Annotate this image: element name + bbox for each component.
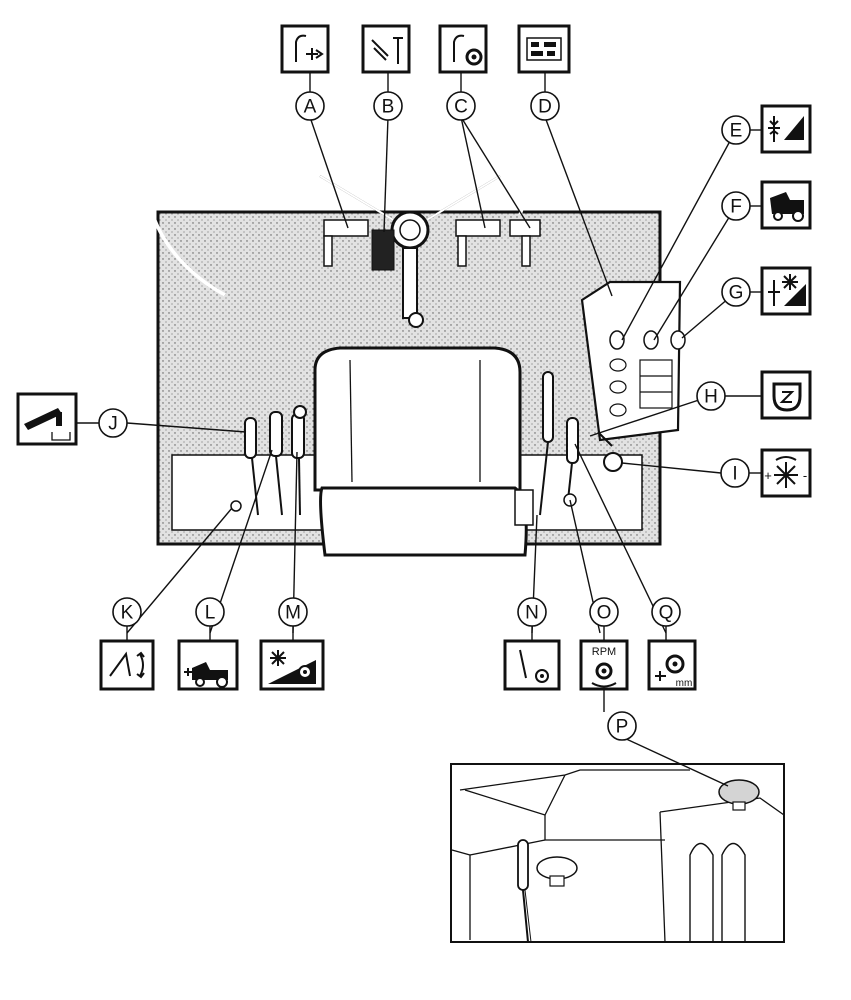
svg-text:-: - bbox=[803, 468, 807, 483]
reel-drive-icon bbox=[268, 650, 316, 684]
symbol-c bbox=[438, 24, 488, 74]
header-height-icon bbox=[768, 116, 804, 142]
svg-text:N: N bbox=[525, 603, 539, 624]
callout-a: A bbox=[295, 91, 325, 121]
symbol-b bbox=[361, 24, 411, 74]
svg-text:O: O bbox=[597, 603, 612, 624]
callout-d: D bbox=[530, 91, 560, 121]
svg-text:K: K bbox=[121, 603, 134, 624]
svg-text:H: H bbox=[704, 387, 718, 408]
reel-height-icon bbox=[768, 274, 806, 306]
leader-lines bbox=[126, 116, 737, 787]
concave-clearance-icon: mm bbox=[655, 654, 693, 689]
svg-text:B: B bbox=[382, 97, 395, 118]
svg-text:D: D bbox=[538, 97, 552, 118]
svg-text:C: C bbox=[454, 97, 468, 118]
symbol-q: mm bbox=[647, 639, 697, 691]
control-panel-icon bbox=[526, 37, 562, 61]
svg-text:M: M bbox=[285, 603, 301, 624]
symbol-i: + - bbox=[760, 448, 812, 498]
callout-m: M bbox=[278, 597, 308, 627]
inset-detail-view bbox=[450, 763, 785, 943]
symbol-e bbox=[760, 104, 812, 154]
callout-b: B bbox=[373, 91, 403, 121]
symbol-g bbox=[760, 266, 812, 316]
callout-c: C bbox=[446, 91, 476, 121]
symbol-n bbox=[503, 639, 561, 691]
reel-speed-icon: + - bbox=[764, 456, 807, 488]
combine-drive-icon bbox=[184, 662, 228, 688]
callout-e: E bbox=[721, 115, 751, 145]
symbol-l bbox=[177, 639, 239, 691]
symbol-f bbox=[760, 180, 812, 230]
callout-n: N bbox=[517, 597, 547, 627]
right-control-levers bbox=[514, 371, 579, 526]
svg-text:E: E bbox=[730, 121, 743, 142]
hydraulic-lever-coupling-icon bbox=[295, 34, 324, 62]
pedals bbox=[323, 219, 541, 271]
callout-f: F bbox=[721, 191, 751, 221]
svg-text:G: G bbox=[729, 283, 744, 304]
symbol-o: RPM bbox=[579, 639, 629, 691]
operator-seat bbox=[313, 346, 528, 557]
callout-g: G bbox=[721, 277, 751, 307]
header-tilt-icon bbox=[109, 651, 145, 679]
callout-connectors bbox=[76, 72, 762, 712]
svg-text:P: P bbox=[616, 717, 629, 738]
combine-unloading-icon bbox=[770, 192, 804, 222]
symbol-h bbox=[760, 370, 812, 420]
symbol-d bbox=[517, 24, 571, 74]
callout-o: O bbox=[589, 597, 619, 627]
engine-icon bbox=[772, 382, 802, 412]
symbol-j bbox=[16, 392, 78, 446]
callout-k: K bbox=[112, 597, 142, 627]
rpm-label: RPM bbox=[592, 646, 616, 658]
unloading-auger-icon bbox=[24, 408, 71, 441]
brake-pedal-icon bbox=[371, 37, 403, 64]
side-console bbox=[580, 280, 686, 472]
callout-p: P bbox=[607, 711, 637, 741]
svg-text:A: A bbox=[304, 97, 317, 118]
threshing-speed-icon: RPM bbox=[591, 646, 617, 688]
callout-l: L bbox=[195, 597, 225, 627]
callout-q: Q bbox=[651, 597, 681, 627]
steering-wheel bbox=[144, 30, 529, 328]
svg-text:I: I bbox=[732, 464, 737, 485]
left-control-levers bbox=[230, 405, 307, 516]
mm-label: mm bbox=[676, 678, 693, 689]
symbol-m bbox=[259, 639, 325, 691]
callout-h: H bbox=[696, 381, 726, 411]
svg-text:+: + bbox=[764, 468, 772, 483]
callout-j: J bbox=[98, 408, 128, 438]
symbol-k bbox=[99, 639, 155, 691]
callout-i: I bbox=[720, 458, 750, 488]
gear-lever-icon bbox=[519, 649, 549, 683]
svg-text:Q: Q bbox=[659, 603, 674, 624]
svg-text:L: L bbox=[205, 603, 216, 624]
svg-text:J: J bbox=[108, 414, 118, 435]
hydraulic-lever-wheel-icon bbox=[453, 34, 483, 66]
symbol-a bbox=[280, 24, 330, 74]
svg-text:F: F bbox=[730, 197, 742, 218]
